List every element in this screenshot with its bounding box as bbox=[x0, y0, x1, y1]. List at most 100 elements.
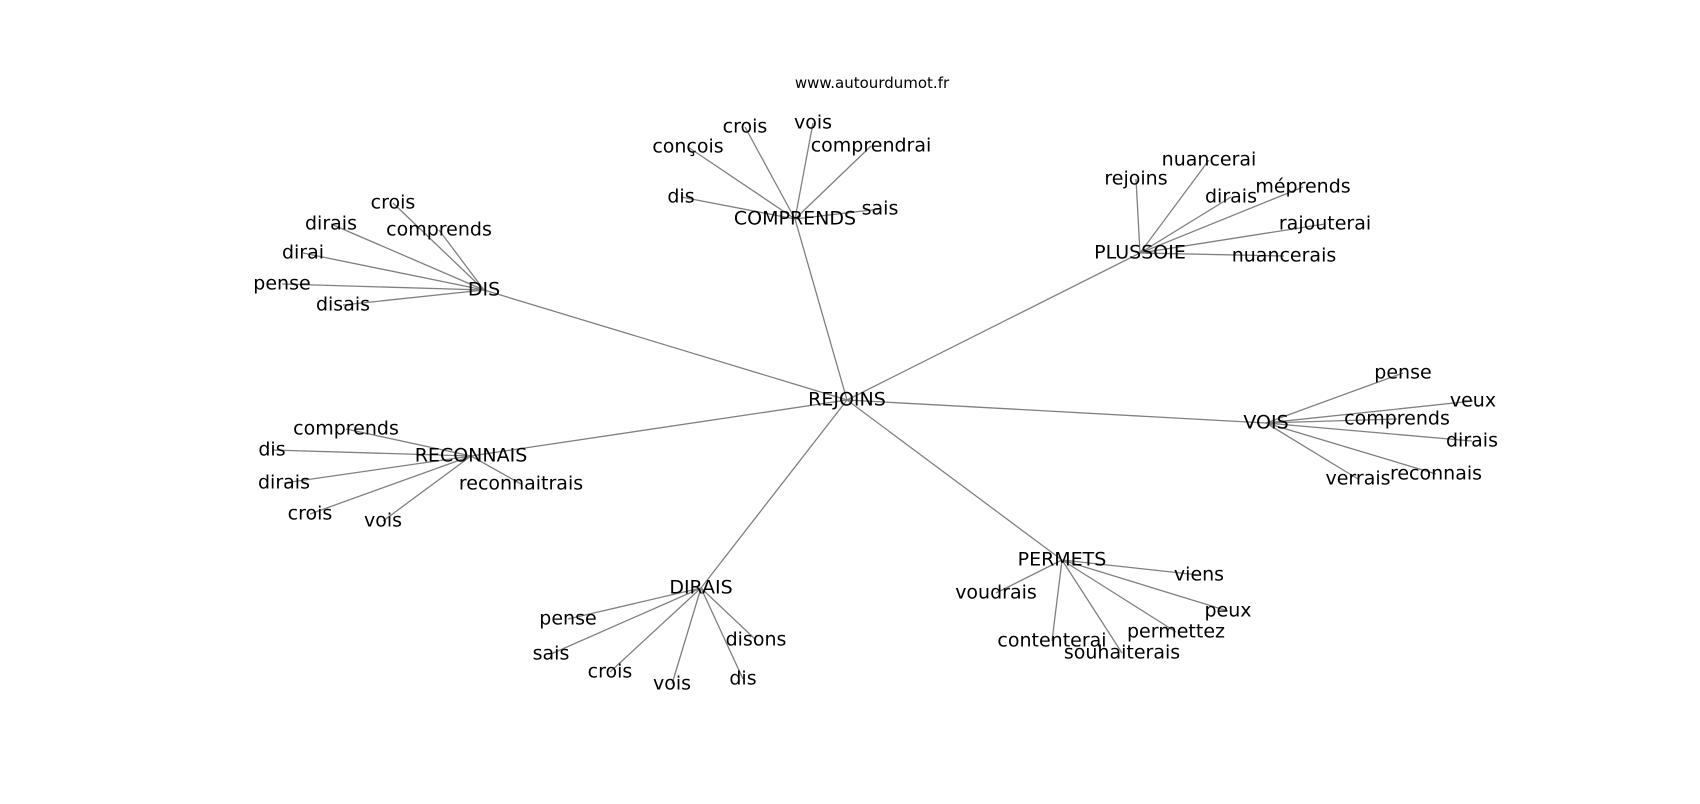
leaf-node-dirais-5: dis bbox=[729, 668, 756, 690]
leaf-node-comprends-2: conçois bbox=[652, 136, 723, 158]
leaf-node-permets-3: permettez bbox=[1127, 621, 1225, 643]
edge-permets-4 bbox=[1051, 559, 1063, 642]
edge-plussoie-4 bbox=[1139, 223, 1326, 254]
leaf-node-dis-0: crois bbox=[371, 192, 416, 214]
edge-reconnais-3 bbox=[283, 455, 472, 484]
hub-node-plussoie: PLUSSOIE bbox=[1094, 242, 1186, 264]
leaf-node-plussoie-4: rajouterai bbox=[1279, 213, 1371, 235]
edge-center-comprends bbox=[794, 218, 848, 401]
leaf-node-dis-4: pense bbox=[253, 273, 310, 295]
edge-dis-2 bbox=[438, 229, 485, 291]
leaf-node-dirais-0: pense bbox=[539, 608, 596, 630]
edge-dirais-5 bbox=[700, 587, 744, 680]
leaf-node-reconnais-0: comprends bbox=[293, 418, 399, 440]
edge-center-reconnais bbox=[470, 399, 848, 457]
edge-vois-0 bbox=[1265, 372, 1404, 424]
edge-dirais-3 bbox=[609, 587, 702, 673]
leaf-node-comprends-1: vois bbox=[794, 112, 832, 134]
leaf-node-dis-2: comprends bbox=[386, 219, 492, 241]
leaf-node-permets-0: viens bbox=[1174, 564, 1224, 586]
leaf-node-reconnais-3: dirais bbox=[258, 472, 310, 494]
center-node: REJOINS bbox=[808, 389, 886, 411]
leaf-node-plussoie-0: rejoins bbox=[1104, 168, 1167, 190]
edge-dis-3 bbox=[302, 252, 485, 291]
edge-reconnais-4 bbox=[309, 455, 472, 515]
edge-dis-0 bbox=[392, 202, 485, 291]
edge-comprends-0 bbox=[744, 126, 796, 220]
leaf-node-plussoie-3: méprends bbox=[1255, 176, 1350, 198]
hub-node-vois: VOIS bbox=[1243, 412, 1288, 434]
leaf-node-reconnais-4: crois bbox=[288, 503, 333, 525]
leaf-node-permets-5: souhaiterais bbox=[1064, 642, 1180, 664]
leaf-node-comprends-5: sais bbox=[862, 198, 899, 220]
edge-center-vois bbox=[846, 399, 1267, 424]
edge-comprends-4 bbox=[680, 196, 796, 220]
leaf-node-dirais-3: crois bbox=[588, 661, 633, 683]
edge-plussoie-2 bbox=[1139, 196, 1232, 254]
edge-vois-1 bbox=[1265, 400, 1474, 424]
edge-center-dirais bbox=[700, 399, 848, 589]
leaf-node-permets-4: contenterai bbox=[997, 630, 1106, 652]
hub-node-dirais: DIRAIS bbox=[669, 577, 732, 599]
graph-labels: www.autourdumot.fr crois vois conçois compr… bbox=[253, 74, 1498, 695]
edge-dirais-1 bbox=[550, 587, 702, 655]
edge-reconnais-5 bbox=[382, 455, 472, 522]
edge-permets-3 bbox=[1061, 559, 1177, 633]
edge-center-permets bbox=[846, 399, 1063, 561]
edge-vois-5 bbox=[1265, 422, 1437, 475]
hub-node-dis: DIS bbox=[468, 279, 500, 301]
edge-vois-4 bbox=[1265, 422, 1359, 480]
source-label: www.autourdumot.fr bbox=[795, 74, 950, 92]
leaf-node-dis-1: dirais bbox=[305, 213, 357, 235]
edge-comprends-5 bbox=[794, 208, 881, 220]
leaf-node-vois-3: dirais bbox=[1446, 430, 1498, 452]
leaf-node-permets-1: voudrais bbox=[955, 582, 1037, 604]
leaf-node-dis-5: disais bbox=[316, 294, 370, 316]
leaf-node-dis-3: dirai bbox=[282, 242, 324, 264]
edge-vois-2 bbox=[1265, 418, 1398, 424]
hub-node-comprends: COMPRENDS bbox=[734, 208, 856, 230]
leaf-node-dirais-1: sais bbox=[533, 643, 570, 665]
edge-dirais-4 bbox=[671, 587, 702, 685]
leaf-node-dirais-2: disons bbox=[726, 629, 787, 651]
edge-dis-1 bbox=[330, 223, 485, 291]
edge-vois-3 bbox=[1265, 422, 1473, 442]
hub-node-reconnais: RECONNAIS bbox=[415, 445, 528, 467]
edge-reconnais-1 bbox=[271, 449, 472, 457]
leaf-node-comprends-0: crois bbox=[723, 116, 768, 138]
edge-dis-4 bbox=[281, 283, 485, 291]
leaf-node-reconnais-5: vois bbox=[364, 510, 402, 532]
leaf-node-permets-2: peux bbox=[1204, 600, 1251, 622]
leaf-node-reconnais-2: reconnaitrais bbox=[459, 473, 583, 495]
edge-permets-5 bbox=[1061, 559, 1123, 654]
leaf-node-dirais-4: vois bbox=[653, 673, 691, 695]
leaf-node-vois-4: verrais bbox=[1325, 468, 1390, 490]
edge-permets-0 bbox=[1061, 559, 1200, 576]
leaf-node-comprends-3: comprendrai bbox=[811, 135, 932, 157]
edge-center-plussoie bbox=[846, 252, 1141, 401]
leaf-node-vois-1: veux bbox=[1450, 390, 1496, 412]
edge-center-dis bbox=[483, 289, 848, 401]
leaf-node-comprends-4: dis bbox=[667, 186, 694, 208]
edge-plussoie-3 bbox=[1139, 186, 1304, 254]
leaf-node-vois-0: pense bbox=[1374, 362, 1431, 384]
edge-reconnais-0 bbox=[345, 428, 472, 457]
leaf-node-vois-5: reconnais bbox=[1390, 463, 1482, 485]
graph-edges bbox=[271, 122, 1474, 685]
leaf-node-reconnais-1: dis bbox=[258, 439, 285, 461]
edge-comprends-1 bbox=[794, 122, 814, 220]
edge-permets-1 bbox=[995, 559, 1063, 594]
edge-plussoie-5 bbox=[1139, 252, 1285, 257]
edge-comprends-3 bbox=[794, 145, 872, 220]
leaf-node-plussoie-2: dirais bbox=[1205, 186, 1257, 208]
edge-comprends-2 bbox=[687, 146, 796, 220]
edge-reconnais-2 bbox=[470, 455, 522, 485]
edge-dis-5 bbox=[342, 289, 485, 306]
edge-plussoie-0 bbox=[1135, 178, 1141, 254]
leaf-node-plussoie-5: nuancerais bbox=[1232, 245, 1337, 267]
leaf-node-vois-2: comprends bbox=[1344, 408, 1450, 430]
hub-node-permets: PERMETS bbox=[1018, 549, 1107, 571]
edge-dirais-0 bbox=[567, 587, 702, 620]
